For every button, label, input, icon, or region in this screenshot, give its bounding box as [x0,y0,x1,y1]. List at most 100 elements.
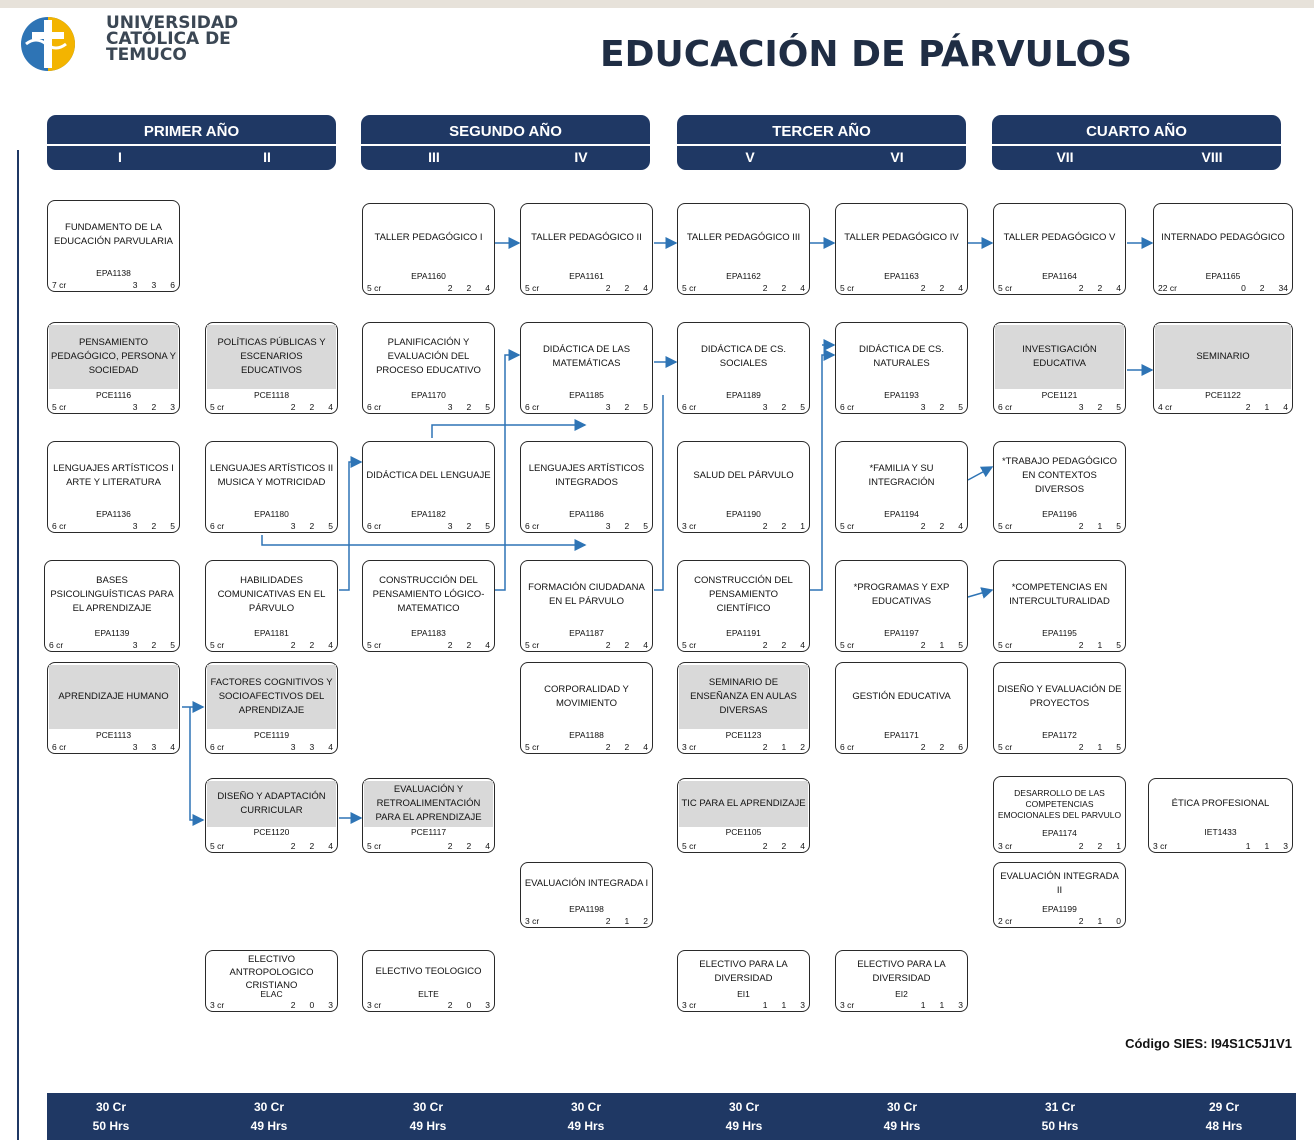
course-card[interactable]: CONSTRUCCIÓN DEL PENSAMIENTO LÓGICO-MATE… [362,560,495,652]
course-name: *PROGRAMAS Y EXP EDUCATIVAS [853,582,950,607]
arrow [189,707,205,826]
course-card[interactable]: DESARROLLO DE LAS COMPETENCIAS EMOCIONAL… [993,776,1126,853]
course-name: DIDÁCTICA DE CS. SOCIALES [701,344,786,369]
course-card[interactable]: DISEÑO Y EVALUACIÓN DE PROYECTOS EPA1172… [993,662,1126,754]
course-card[interactable]: DISEÑO Y ADAPTACIÓN CURRICULAR PCE1120 5… [205,778,338,853]
total-hours: 49 Hrs [725,1119,763,1133]
course-credits: 7 cr [52,280,67,290]
course-hours: 4 [800,283,805,293]
course-card[interactable]: LENGUAJES ARTÍSTICOS II MUSICA Y MOTRICI… [205,441,338,533]
course-credits: 6 cr [52,742,67,752]
course-card[interactable]: BASES PSICOLINGUÍSTICAS PARA EL APRENDIZ… [44,560,180,652]
course-card[interactable]: ELECTIVO ANTROPOLOGICO CRISTIANO ELAC 3 … [205,950,338,1012]
course-hours: 2 [781,283,787,293]
university-logo: UNIVERSIDAD CATÓLICA DE TEMUCO [14,12,274,74]
course-code: EPA1186 [569,509,604,519]
course-hours: 2 [605,742,611,752]
year-divider [361,144,650,146]
course-hours: 5 [328,521,333,531]
course-code: EPA1198 [569,904,604,914]
semester-label: VII [1056,149,1074,165]
course-card[interactable]: *TRABAJO PEDAGÓGICO EN CONTEXTOS DIVERSO… [993,441,1126,533]
course-hours: 2 [290,402,296,412]
course-card[interactable]: POLÍTICAS PÚBLICAS Y ESCENARIOS EDUCATIV… [205,322,338,414]
course-hours: 2 [624,283,630,293]
total-hours: 49 Hrs [883,1119,921,1133]
course-hours: 2 [920,283,926,293]
course-credits: 5 cr [210,640,225,650]
course-card[interactable]: LENGUAJES ARTÍSTICOS I ARTE Y LITERATURA… [47,441,180,533]
course-card[interactable]: PENSAMIENTO PEDAGÓGICO, PERSONA Y SOCIED… [47,322,180,414]
course-name: LENGUAJES ARTÍSTICOS I ARTE Y LITERATURA [53,463,174,488]
course-hours: 1 [920,1000,926,1010]
course-hours: 4 [485,640,490,650]
course-credits: 6 cr [49,640,64,650]
course-card[interactable]: CONSTRUCCIÓN DEL PENSAMIENTO CIENTÍFICO … [677,560,810,652]
course-hours: 2 [309,640,315,650]
course-card[interactable]: *PROGRAMAS Y EXP EDUCATIVAS EPA1197 5 cr… [835,560,968,652]
course-hours: 3 [132,402,138,412]
total-credits: 30 Cr [886,1100,918,1114]
course-hours: 4 [328,640,333,650]
course-card[interactable]: EVALUACIÓN Y RETROALIMENTACIÓN PARA EL A… [362,778,495,853]
course-hours: 6 [958,742,963,752]
course-name: ELECTIVO PARA LA DIVERSIDAD [699,959,788,984]
course-code: EPA1180 [254,509,289,519]
course-credits: 5 cr [525,283,540,293]
course-code: EPA1187 [569,628,604,638]
course-card[interactable]: LENGUAJES ARTÍSTICOS INTEGRADOS EPA1186 … [520,441,653,533]
course-hours: 5 [485,521,490,531]
course-card[interactable]: FORMACIÓN CIUDADANA EN EL PÁRVULO EPA118… [520,560,653,652]
course-hours: 2 [781,640,787,650]
year-label: TERCER AÑO [772,123,871,140]
course-card[interactable]: HABILIDADES COMUNICATIVAS EN EL PÁRVULO … [205,560,338,652]
course-name: SEMINARIO [1155,325,1291,389]
course-credits: 4 cr [1158,402,1173,412]
course-hours: 2 [466,283,472,293]
course-credits: 5 cr [367,283,382,293]
arrow [431,419,587,438]
semester-label: II [263,149,271,165]
course-card[interactable]: *COMPETENCIAS EN INTERCULTURALIDAD EPA11… [993,560,1126,652]
total-credits: 30 Cr [253,1100,285,1114]
course-card[interactable]: FACTORES COGNITIVOS Y SOCIOAFECTIVOS DEL… [205,662,338,754]
course-card[interactable]: FUNDAMENTO DE LA EDUCACIÓN PARVULARIA EP… [47,200,180,292]
course-card[interactable]: PLANIFICACIÓN Y EVALUACIÓN DEL PROCESO E… [362,322,495,414]
course-hours: 2 [1078,640,1084,650]
course-card[interactable]: DIDÁCTICA DE LAS MATEMÁTICAS EPA1185 6 c… [520,322,653,414]
course-credits: 5 cr [998,742,1013,752]
course-name: EVALUACIÓN INTEGRADA I [524,878,649,889]
course-hours: 2 [605,283,611,293]
course-card[interactable]: SEMINARIO DE ENSEÑANZA EN AULAS DIVERSAS… [677,662,810,754]
